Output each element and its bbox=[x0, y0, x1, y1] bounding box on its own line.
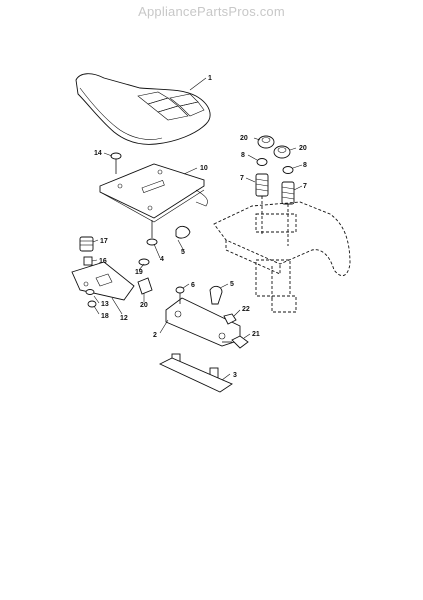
spring-7-right-part bbox=[281, 181, 295, 205]
callout-19: 20 bbox=[140, 302, 148, 309]
callout-5-lower: 5 bbox=[230, 281, 234, 288]
bushing-20-right-part bbox=[273, 145, 291, 159]
bolt-21-part bbox=[222, 335, 249, 349]
plate-3-part bbox=[158, 357, 233, 393]
callout-14: 14 bbox=[94, 150, 102, 157]
washer-13-part bbox=[85, 289, 95, 295]
callout-22: 22 bbox=[242, 306, 250, 313]
watermark: AppliancePartsPros.com bbox=[138, 4, 285, 19]
clip-5-upper-part bbox=[175, 225, 191, 239]
nut-15-part bbox=[83, 256, 93, 266]
callout-3: 3 bbox=[233, 372, 237, 379]
nut-17-part bbox=[87, 300, 97, 308]
nut-22-part bbox=[223, 313, 237, 325]
nut-8-left-part bbox=[256, 158, 268, 166]
callout-20-left: 20 bbox=[240, 135, 248, 142]
bolt-14-part bbox=[110, 152, 122, 174]
bolt-4-part bbox=[146, 220, 158, 246]
callout-18: 19 bbox=[135, 269, 143, 276]
callout-10: 10 bbox=[200, 165, 208, 172]
bracket-19-part bbox=[137, 277, 153, 295]
callout-8-right: 8 bbox=[303, 162, 307, 169]
leader-lines bbox=[91, 77, 303, 381]
callout-12: 12 bbox=[120, 315, 128, 322]
callout-labels: 1 14 10 20 20 8 8 7 7 17 16 5 4 19 20 12… bbox=[94, 75, 307, 379]
seat-part bbox=[75, 73, 211, 145]
callout-5-upper: 5 bbox=[181, 249, 185, 256]
nut-8-right-part bbox=[282, 166, 294, 174]
callout-17: 18 bbox=[101, 313, 109, 320]
callout-7-left: 7 bbox=[240, 175, 244, 182]
callout-6: 6 bbox=[191, 282, 195, 289]
fender-frame bbox=[213, 196, 351, 313]
spring-16-part bbox=[79, 236, 94, 252]
plate-12-part bbox=[71, 261, 135, 301]
callout-8-left: 8 bbox=[241, 152, 245, 159]
callout-15: 16 bbox=[99, 258, 107, 265]
callout-13: 13 bbox=[101, 301, 109, 308]
spring-7-left-part bbox=[255, 173, 269, 197]
callout-1: 1 bbox=[208, 75, 212, 82]
bushing-20-left-part bbox=[257, 135, 275, 149]
callout-2: 2 bbox=[153, 332, 157, 339]
washer-18-part bbox=[138, 258, 150, 266]
clip-5-lower-part bbox=[209, 285, 223, 305]
callout-20-right: 20 bbox=[299, 145, 307, 152]
seat-pan-part bbox=[99, 163, 208, 223]
callout-4: 4 bbox=[160, 256, 164, 263]
callout-16: 17 bbox=[100, 238, 108, 245]
callout-21: 21 bbox=[252, 331, 260, 338]
bolt-6-part bbox=[175, 286, 185, 304]
callout-7-right: 7 bbox=[303, 183, 307, 190]
